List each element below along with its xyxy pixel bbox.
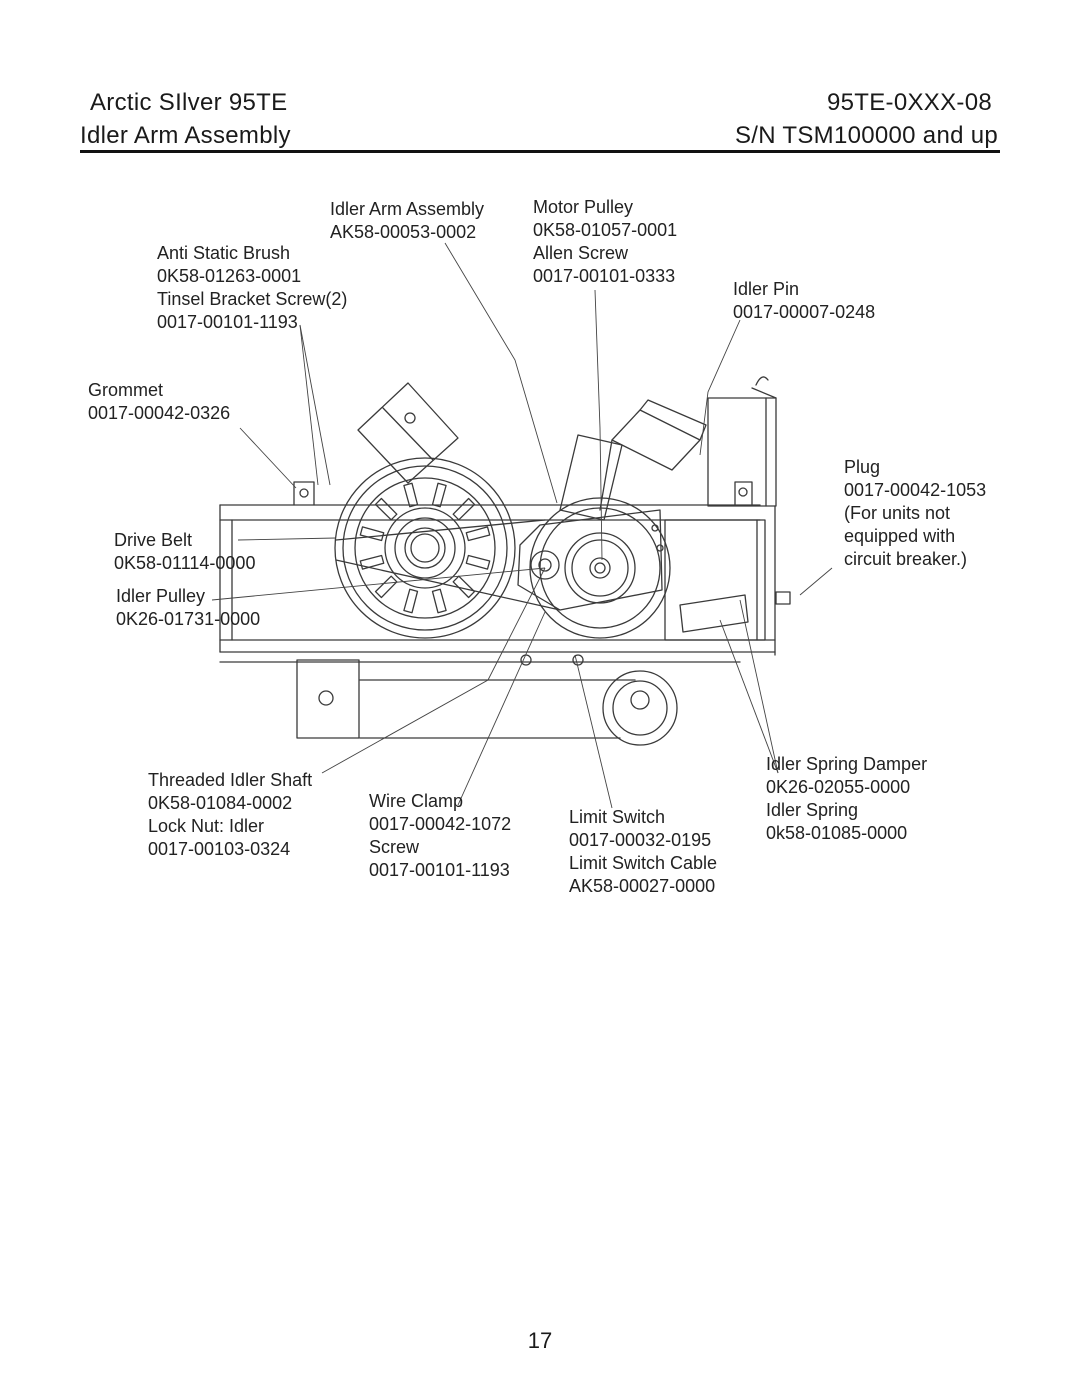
frame-rails — [219, 504, 776, 663]
pulley-spoke — [359, 554, 385, 570]
pulley-spoke — [374, 575, 398, 599]
label-threaded-idler-shaft: Threaded Idler Shaft 0K58-01084-0002 Loc… — [148, 770, 313, 859]
label-idler-pin: Idler Pin 0017-00007-0248 — [733, 279, 876, 322]
pulley-spoke — [465, 526, 491, 542]
drive-belt-lines — [335, 519, 561, 611]
section-title: Idler Arm Assembly — [80, 122, 291, 149]
label-idler-spring-damper: Idler Spring Damper 0K26-02055-0000 Idle… — [766, 754, 928, 843]
part-code: 95TE-0XXX-08 — [826, 89, 992, 116]
label-grommet: Grommet 0017-00042-0326 — [88, 380, 231, 423]
serial-range: S/N TSM100000 and up — [734, 122, 998, 149]
pulley-spoke — [374, 497, 398, 521]
lower-crossmember — [296, 654, 636, 739]
pulley-spoke — [452, 497, 476, 521]
drive-pulley-spokes — [359, 482, 491, 614]
pulley-spoke — [465, 554, 491, 570]
leader-lines — [211, 242, 833, 809]
pulley-spoke — [431, 482, 447, 508]
pulley-spoke — [403, 482, 419, 508]
idler-arm-housing — [357, 382, 459, 484]
label-drive-belt: Drive Belt 0K58-01114-0000 — [114, 530, 256, 573]
header-rule — [80, 150, 1000, 153]
pulley-spoke — [359, 526, 385, 542]
label-motor-pulley: Motor Pulley 0K58-01057-0001 Allen Screw… — [533, 197, 678, 286]
pulley-spoke — [431, 588, 447, 614]
pulley-spoke — [452, 575, 476, 599]
idler-wheel — [602, 670, 678, 746]
switch-box — [664, 505, 791, 656]
drive-pulley — [334, 457, 516, 639]
label-anti-static-brush: Anti Static Brush 0K58-01263-0001 Tinsel… — [157, 243, 348, 332]
label-idler-pulley: Idler Pulley 0K26-01731-0000 — [116, 586, 261, 629]
mount-brackets — [293, 481, 753, 506]
page-number: 17 — [527, 1328, 553, 1353]
label-plug: Plug 0017-00042-1053 (For units not equi… — [844, 457, 987, 569]
label-idler-arm-assembly: Idler Arm Assembly AK58-00053-0002 — [330, 199, 485, 242]
label-wire-clamp: Wire Clamp 0017-00042-1072 Screw 0017-00… — [369, 791, 512, 880]
label-limit-switch: Limit Switch 0017-00032-0195 Limit Switc… — [569, 807, 718, 896]
model-title: Arctic SIlver 95TE — [90, 89, 288, 116]
pulley-spoke — [403, 588, 419, 614]
idler-arm-plate — [517, 509, 664, 611]
